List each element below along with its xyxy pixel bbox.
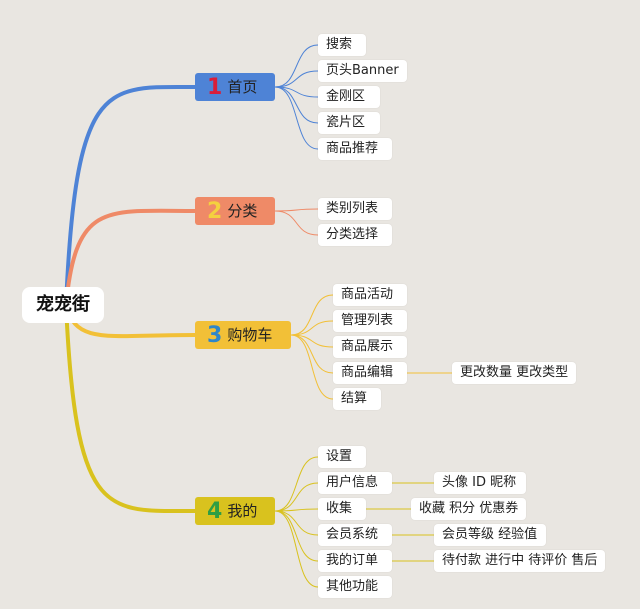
branch-number: 3 [207, 323, 223, 348]
leaf-connector [290, 320, 334, 336]
leaf-connector [274, 70, 319, 88]
leaf-connector [274, 210, 319, 236]
leaf-connector [274, 510, 319, 536]
branch-label: 首页 [227, 78, 258, 96]
leaf-node[interactable]: 其他功能 [318, 576, 392, 598]
leaf-connector [290, 294, 334, 336]
leaf-node[interactable]: 分类选择 [318, 224, 392, 246]
leaf-node[interactable]: 搜索 [318, 34, 366, 56]
leaf-connector [274, 86, 319, 124]
leaf-connector [274, 208, 319, 212]
leaf-node[interactable]: 会员系统 [318, 524, 392, 546]
detail-node[interactable]: 头像 ID 昵称 [434, 472, 526, 494]
leaf-connector [274, 510, 319, 588]
leaf-node[interactable]: 用户信息 [318, 472, 392, 494]
detail-node[interactable]: 会员等级 经验值 [434, 524, 546, 546]
leaf-connector [274, 86, 319, 150]
detail-node[interactable]: 收藏 积分 优惠券 [411, 498, 527, 520]
branch-connector-4 [64, 303, 197, 514]
leaf-node[interactable]: 结算 [333, 388, 381, 410]
leaf-connector [274, 456, 319, 512]
leaf-connector [290, 334, 334, 348]
leaf-connector [290, 334, 334, 400]
leaf-node[interactable]: 商品编辑 [333, 362, 407, 384]
leaf-connector [274, 482, 319, 512]
branch-connector-2 [64, 208, 197, 307]
leaf-node[interactable]: 收集 [318, 498, 366, 520]
leaf-node[interactable]: 金刚区 [318, 86, 380, 108]
detail-node[interactable]: 更改数量 更改类型 [452, 362, 577, 384]
leaf-node[interactable]: 商品活动 [333, 284, 407, 306]
root-node[interactable]: 宠宠街 [22, 287, 104, 323]
leaf-connector [274, 510, 319, 562]
leaf-connector [290, 334, 334, 374]
leaf-node[interactable]: 类别列表 [318, 198, 392, 220]
leaf-node[interactable]: 商品推荐 [318, 138, 392, 160]
leaf-node[interactable]: 商品展示 [333, 336, 407, 358]
branch-number: 1 [207, 75, 223, 100]
leaf-node[interactable]: 页头Banner [318, 60, 407, 82]
branch-label: 购物车 [227, 326, 273, 344]
leaf-connector [274, 44, 319, 88]
leaf-node[interactable]: 我的订单 [318, 550, 392, 572]
branch-number: 2 [207, 199, 223, 224]
branch-number: 4 [207, 499, 223, 524]
detail-node[interactable]: 待付款 进行中 待评价 售后 [434, 550, 606, 572]
branch-label: 分类 [227, 202, 258, 220]
branch-label: 我的 [227, 502, 258, 520]
leaf-node[interactable]: 设置 [318, 446, 366, 468]
leaf-node[interactable]: 瓷片区 [318, 112, 380, 134]
leaf-node[interactable]: 管理列表 [333, 310, 407, 332]
branch-connector-1 [64, 84, 197, 307]
